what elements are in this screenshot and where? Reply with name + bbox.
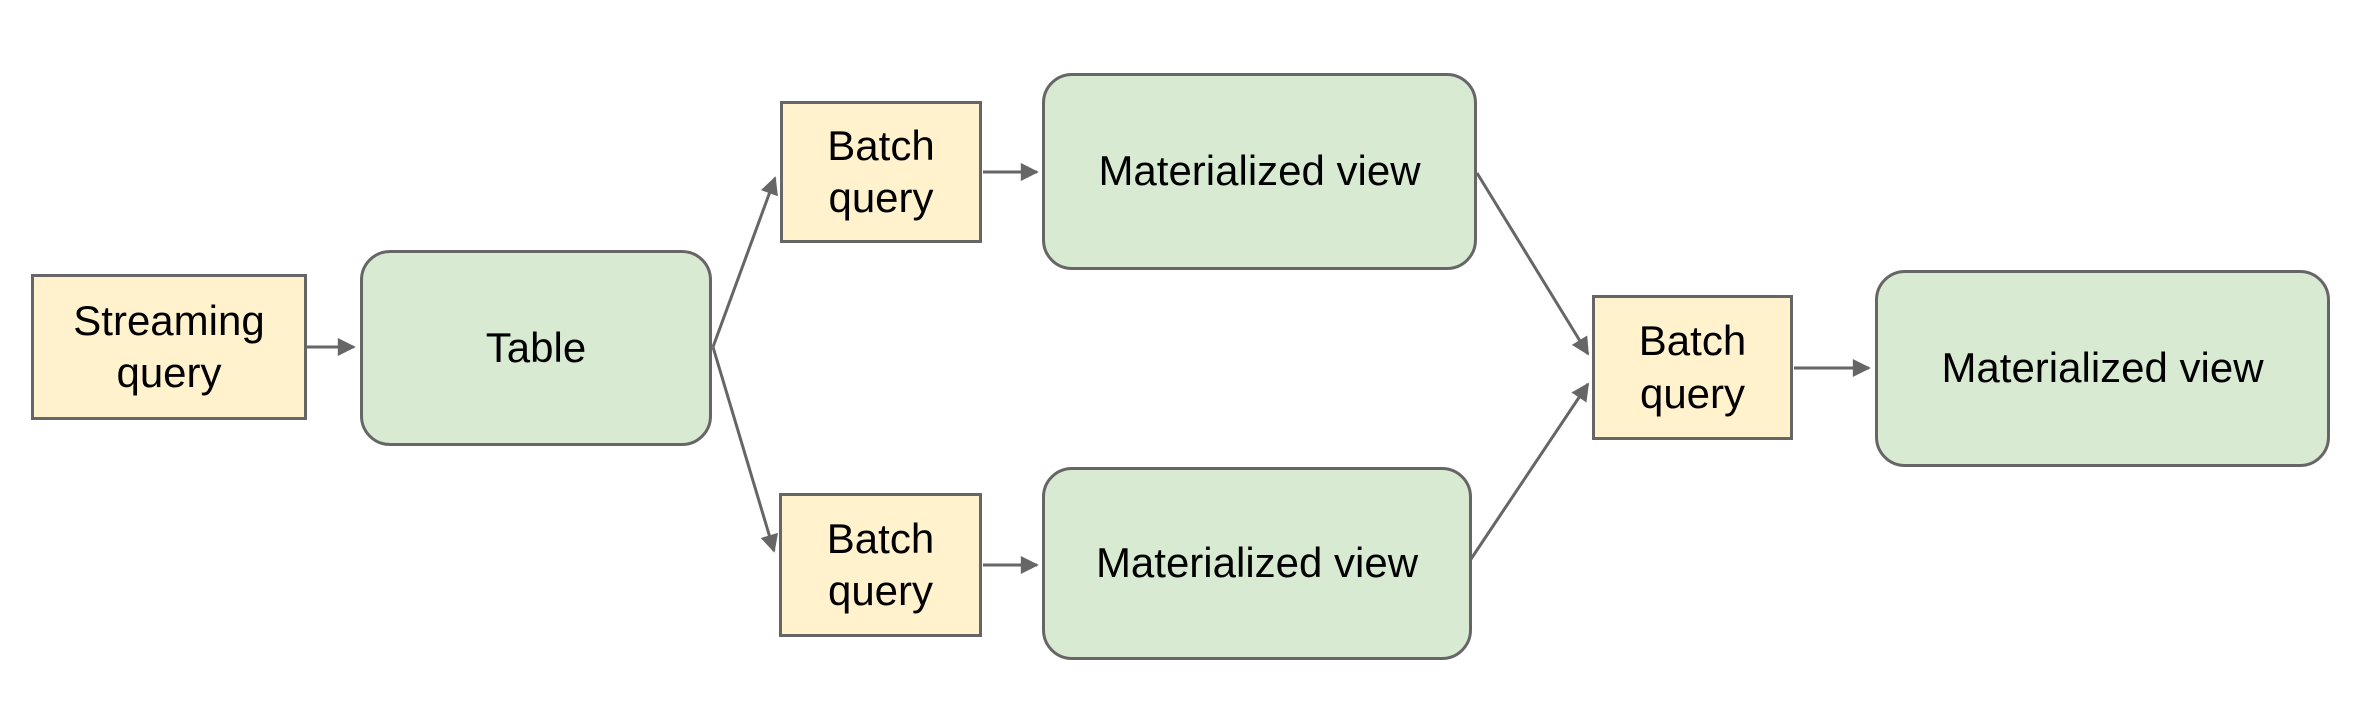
- node-streaming-query: Streaming query: [31, 274, 307, 420]
- node-batch-query-bottom: Batch query: [779, 493, 982, 637]
- node-materialized-view-top-label: Materialized view: [1098, 147, 1421, 195]
- node-materialized-view-right-label: Materialized view: [1941, 344, 2264, 392]
- node-batch-query-top: Batch query: [780, 101, 982, 243]
- edge-materialized-view-top-to-batch-query-center: [1475, 172, 1590, 356]
- node-materialized-view-top: Materialized view: [1042, 73, 1477, 270]
- node-batch-query-bottom-label: Batch query: [826, 514, 935, 614]
- node-materialized-view-bottom: Materialized view: [1042, 467, 1472, 660]
- node-materialized-view-bottom-label: Materialized view: [1095, 539, 1419, 587]
- node-materialized-view-right: Materialized view: [1875, 270, 2330, 467]
- edge-table-to-batch-query-bottom: [711, 346, 778, 553]
- node-table: Table: [360, 250, 712, 446]
- node-batch-query-top-label: Batch query: [827, 121, 935, 221]
- edge-table-to-batch-query-top: [711, 176, 778, 348]
- node-streaming-query-label: Streaming query: [73, 296, 265, 396]
- node-table-label: Table: [485, 323, 587, 371]
- node-batch-query-center: Batch query: [1592, 295, 1793, 440]
- node-batch-query-center-label: Batch query: [1638, 317, 1747, 417]
- edge-materialized-view-bottom-to-batch-query-center: [1467, 382, 1590, 563]
